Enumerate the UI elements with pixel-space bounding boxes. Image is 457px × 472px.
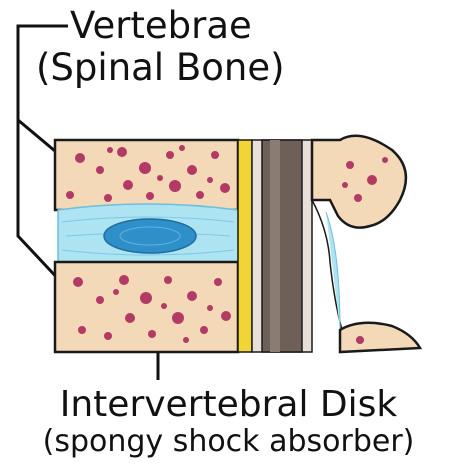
vertebrae-sublabel: (Spinal Bone)	[36, 46, 285, 89]
ligament	[238, 140, 252, 352]
posterior-process	[312, 136, 420, 352]
disk-sublabel: (spongy shock absorber)	[0, 424, 457, 459]
upper-vertebra	[55, 140, 238, 210]
lower-vertebra	[55, 262, 238, 352]
disk-label: Intervertebral Disk	[0, 384, 457, 425]
intervertebral-disk	[58, 204, 238, 268]
spinal-cord	[252, 140, 312, 352]
vertebrae-label: Vertebrae	[70, 4, 252, 47]
disk-nucleus	[104, 219, 196, 253]
